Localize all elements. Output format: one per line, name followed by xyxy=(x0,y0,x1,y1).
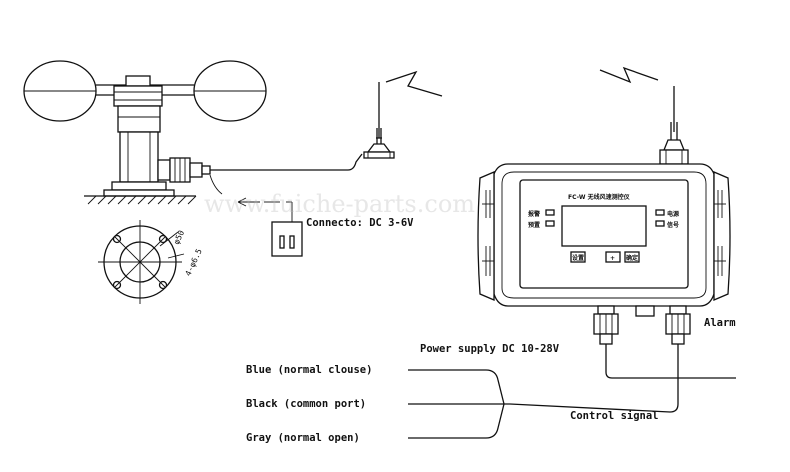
blue-wire-label: Blue (normal clouse) xyxy=(246,364,372,376)
indicator-alarm-label: 报警 xyxy=(528,210,540,218)
sensor-head xyxy=(113,85,163,107)
sensor-cable xyxy=(210,153,363,171)
indicator-preset-led xyxy=(545,220,555,227)
mounting-flange-detail xyxy=(98,220,185,304)
alarm-label: Alarm xyxy=(704,317,736,329)
indicator-power-led xyxy=(655,209,665,216)
gray-wire xyxy=(408,403,505,439)
side-connector xyxy=(157,159,171,181)
svg-text:设置: 设置 xyxy=(572,254,584,262)
signal-cable-gland xyxy=(665,305,691,345)
svg-text:确定: 确定 xyxy=(626,254,638,262)
sensor-body xyxy=(119,131,159,183)
blue-wire xyxy=(408,369,505,405)
ground-hatch xyxy=(87,195,197,205)
anemometer xyxy=(23,60,267,205)
indicator-signal-led xyxy=(655,220,665,227)
dc-plug xyxy=(237,197,303,257)
hub-cap xyxy=(125,75,151,87)
signal-wire xyxy=(509,344,679,413)
watermark: www.fuiche-parts.com xyxy=(204,190,475,218)
indicator-alarm-led xyxy=(545,209,555,216)
center-gland xyxy=(635,305,655,317)
indicator-power-label: 电源 xyxy=(667,210,679,218)
base-flange xyxy=(111,181,167,191)
wireless-signal-left xyxy=(385,70,443,97)
black-wire-label: Black (common port) xyxy=(246,398,366,410)
svg-text:+: + xyxy=(610,255,615,262)
gray-wire-label: Gray (normal open) xyxy=(246,432,360,444)
control-signal-label: Control signal xyxy=(570,410,659,422)
indicator-preset-label: 预置 xyxy=(528,221,540,229)
receiver-antenna xyxy=(659,86,689,165)
power-wire xyxy=(605,344,736,379)
wireless-signal-right xyxy=(599,66,659,84)
confirm-button[interactable]: 确定 xyxy=(624,251,640,263)
set-button[interactable]: 设置 xyxy=(570,251,586,263)
dim-phi50: φ50 xyxy=(172,229,186,246)
power-supply-label: Power supply DC 10-28V xyxy=(420,343,560,355)
lcd-display xyxy=(561,205,647,247)
indicator-signal-label: 信号 xyxy=(667,221,679,229)
plus-button[interactable]: + xyxy=(605,251,621,263)
connector-label: Connecto: DC 3-6V xyxy=(306,217,414,229)
dim-holes: 4-φ6.5 xyxy=(184,247,204,277)
transmitter-antenna xyxy=(363,82,395,159)
panel-title: FC-W 无线风速测控仪 xyxy=(568,193,631,201)
power-cable-gland xyxy=(593,305,619,345)
